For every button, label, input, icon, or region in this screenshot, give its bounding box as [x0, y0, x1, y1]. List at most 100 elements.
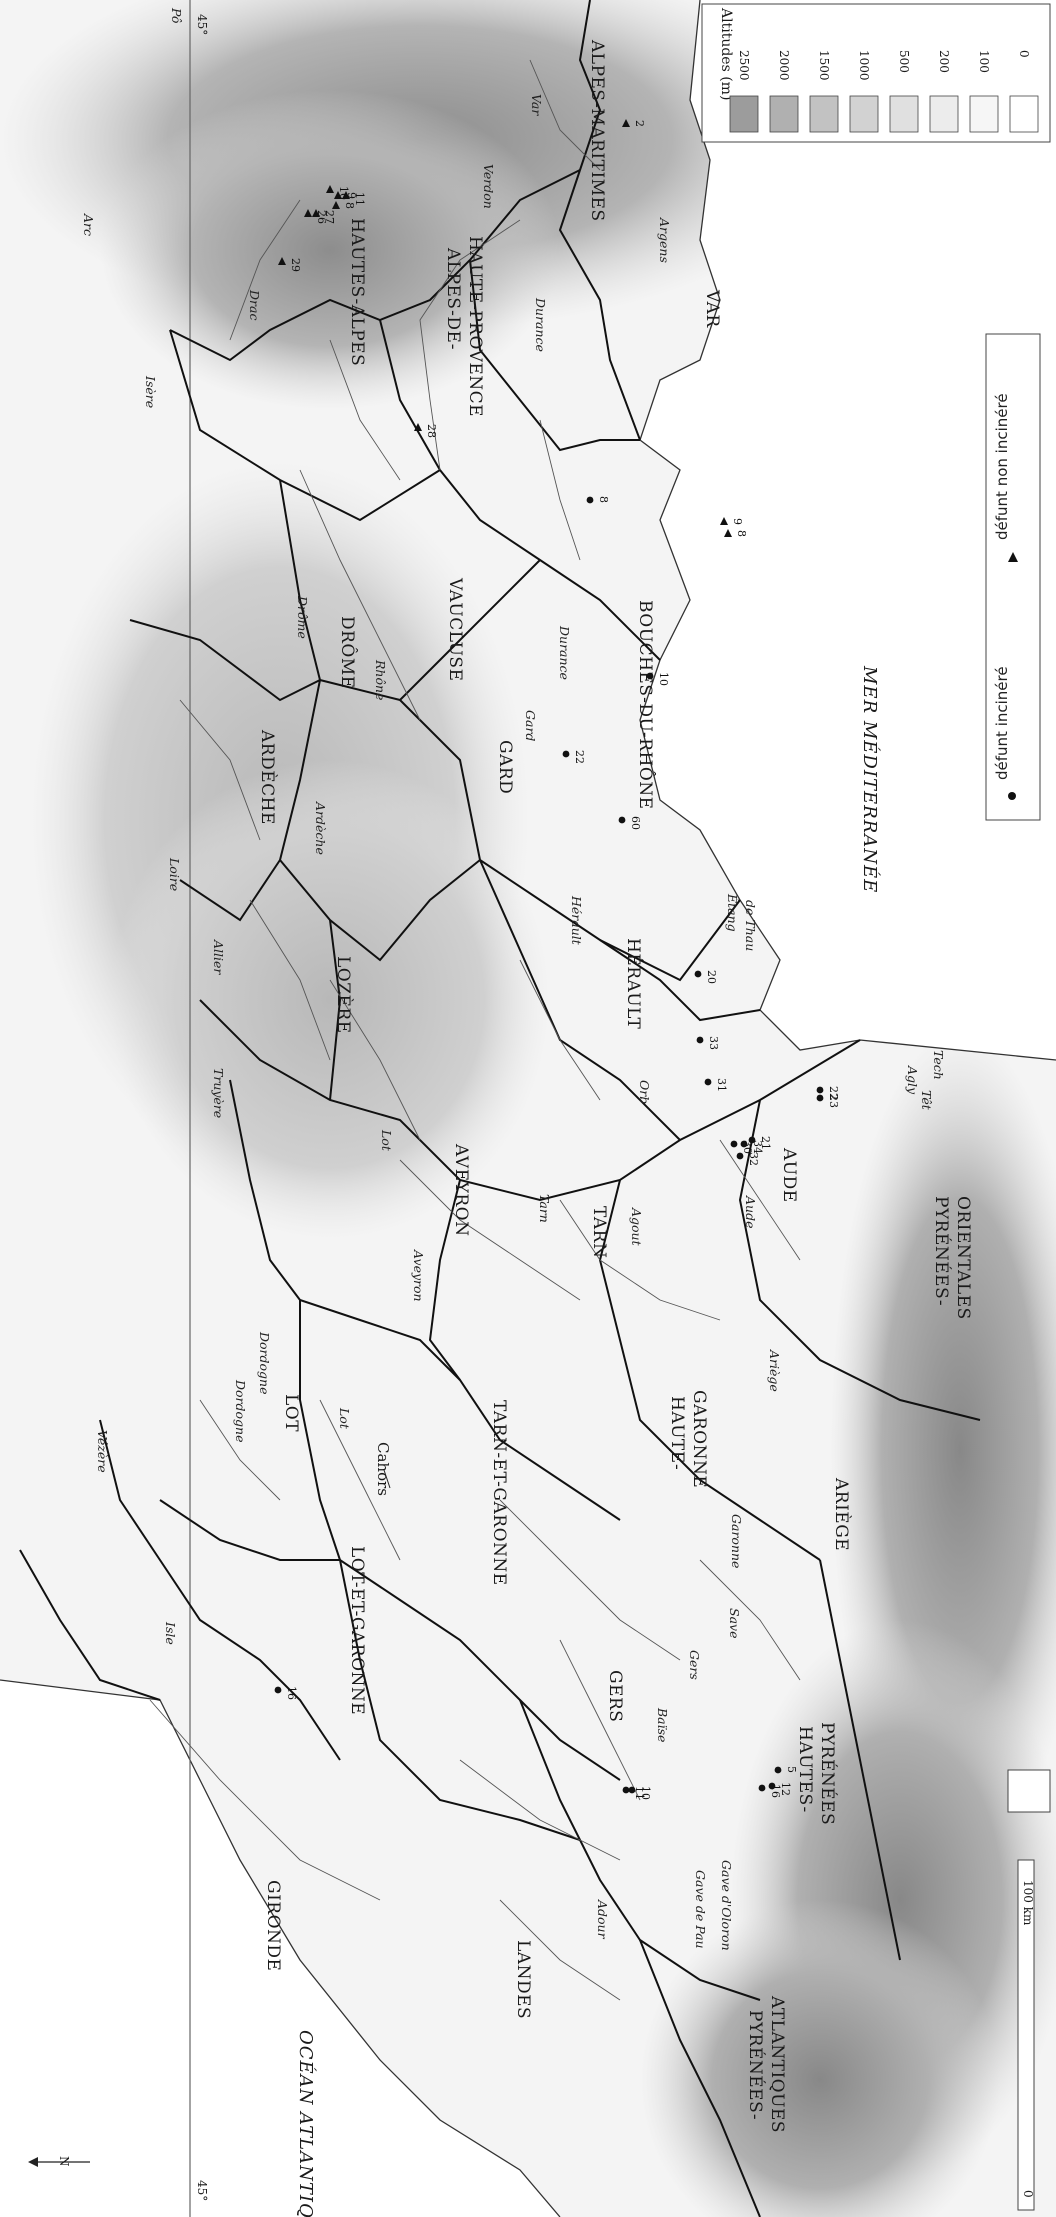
- dept-label: ATLANTIQUES: [767, 1995, 787, 2133]
- key-not-incinerated: défunt non incinéré: [993, 393, 1011, 540]
- site-number: 10: [639, 1786, 652, 1800]
- river-label: Lot: [337, 1407, 352, 1430]
- dot-icon: [622, 1786, 630, 1794]
- site-marker: 11: [342, 191, 366, 206]
- river-label: Lot: [379, 1129, 394, 1152]
- site-number: 22: [827, 1086, 840, 1100]
- river-label: Drac: [247, 289, 262, 320]
- dept-label: HAUTES-ALPES: [347, 218, 367, 366]
- site-number: 23: [827, 1094, 840, 1108]
- dot-icon: [618, 816, 626, 824]
- sea-label-atlantic: OCÉAN ATLANTIQUE: [295, 2030, 318, 2217]
- dot-icon: [740, 1140, 748, 1148]
- dept-label: GERS: [605, 1670, 625, 1722]
- river-label: Aveyron: [411, 1249, 426, 1302]
- river-label: Étang: [725, 893, 740, 932]
- site-number: 5: [785, 1766, 798, 1773]
- scale-bar: 100 km 0: [1017, 1859, 1035, 2211]
- river-label: Agout: [629, 1207, 644, 1247]
- triangle-icon: [326, 185, 334, 193]
- dot-icon: [628, 1786, 636, 1794]
- legend-title: Altitudes (m): [718, 7, 734, 100]
- city-cahors: Cahors: [374, 1442, 392, 1496]
- site-marker: 8: [724, 529, 748, 537]
- dot-icon: [646, 672, 654, 680]
- dept-label: ARIÈGE: [831, 1477, 852, 1551]
- site-marker: 9: [720, 517, 744, 525]
- river-label: Dordogne: [257, 1331, 272, 1395]
- site-number: 8: [343, 202, 356, 209]
- river-label: Aude: [743, 1195, 758, 1228]
- burial-sites: 2109118262729288981022602033313034213223…: [274, 119, 840, 1800]
- legend-swatch: [809, 95, 839, 133]
- river-label: Gard: [523, 710, 538, 741]
- legend-level-label: 2500: [737, 50, 751, 81]
- site-number: 9: [731, 518, 744, 525]
- site-number: 60: [629, 816, 642, 830]
- dept-label: PYRÉNÉES: [817, 1722, 838, 1825]
- dot-icon: [704, 1078, 712, 1086]
- latitude-label-bottom: 45°: [195, 2180, 209, 2201]
- triangle-icon: [332, 201, 340, 209]
- site-number: 16: [285, 1686, 298, 1700]
- dept-label: ORIENTALES: [953, 1196, 973, 1320]
- site-number: 9: [345, 192, 358, 199]
- dot-icon: [696, 1036, 704, 1044]
- legend-level-label: 1500: [817, 50, 831, 81]
- dept-label: AUDE: [779, 1147, 799, 1203]
- legend-swatch: [1009, 95, 1039, 133]
- dept-label: LOT: [281, 1394, 301, 1432]
- river-label: Isère: [143, 375, 158, 408]
- dot-icon: [274, 1686, 282, 1694]
- site-marker: 60: [618, 816, 642, 830]
- site-marker: 32: [736, 1152, 760, 1166]
- legend-level-label: 200: [937, 50, 951, 73]
- dept-label: VAUCLUSE: [445, 577, 465, 681]
- dept-label: ALPES-MARITIMES: [587, 39, 607, 222]
- site-number: 10: [657, 672, 670, 686]
- site-number: 29: [289, 258, 302, 272]
- dot-icon: [562, 750, 570, 758]
- river-label: Argens: [657, 217, 672, 263]
- dept-label: GIRONDE: [263, 1880, 283, 1971]
- legend-swatch: [729, 95, 759, 133]
- river-label: Têt: [919, 1090, 934, 1111]
- site-marker: 8: [586, 496, 610, 504]
- site-marker: 10: [646, 672, 670, 686]
- river-label: Arc: [81, 213, 96, 236]
- site-marker: 8: [332, 201, 356, 209]
- legend-level-label: 2000: [777, 50, 791, 81]
- rivers: [149, 59, 801, 2001]
- dept-label: HAUTES-: [795, 1726, 815, 1813]
- coastline: [639, 0, 1056, 1061]
- river-label: Hérault: [569, 895, 584, 946]
- arrow-head-icon: [28, 2157, 38, 2167]
- river-label: Vézère: [95, 1430, 110, 1473]
- site-number: 12: [779, 1782, 792, 1796]
- department-labels: ALPES-MARITIMES HAUTES-ALPES ALPES-DE- H…: [257, 39, 973, 2133]
- dot-icon: [816, 1086, 824, 1094]
- legend-level-label: 0: [1017, 50, 1031, 58]
- river-label: Allier: [211, 939, 226, 975]
- site-number: 11: [353, 192, 366, 206]
- scale-label: 100 km: [1021, 1880, 1035, 1926]
- dot-icon: [748, 1136, 756, 1144]
- river-label: Pô: [169, 7, 184, 23]
- legend-swatch: [849, 95, 879, 133]
- sea-label-mediterranean: MER MÉDITERRANÉE: [859, 665, 882, 893]
- river-label: Garonne: [729, 1514, 744, 1568]
- river-label: Rhône: [373, 659, 388, 700]
- dept-label: PYRÉNÉES-: [745, 2010, 766, 2120]
- dept-label: GARD: [495, 740, 515, 794]
- scale-zero: 0: [1021, 2190, 1035, 2198]
- site-marker: 16: [274, 1686, 298, 1700]
- river-label: Save: [727, 1608, 742, 1638]
- dept-label: BOUCHES-DU-RHÔNE: [635, 600, 656, 810]
- dept-label: AVEYRON: [451, 1143, 471, 1236]
- river-label: Dordogne: [233, 1379, 248, 1443]
- dot-icon: [774, 1766, 782, 1774]
- river-label: Orb: [637, 1080, 652, 1104]
- dept-label: HAUTE-: [667, 1396, 687, 1470]
- site-number: 11: [633, 1786, 646, 1800]
